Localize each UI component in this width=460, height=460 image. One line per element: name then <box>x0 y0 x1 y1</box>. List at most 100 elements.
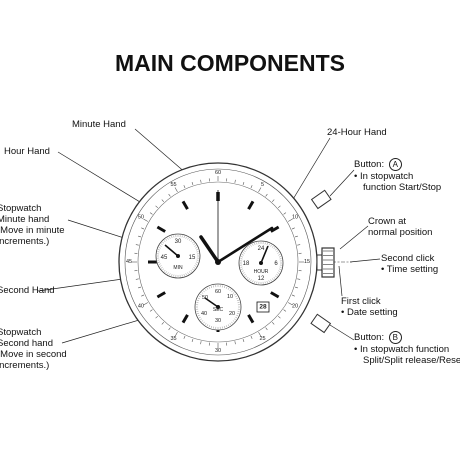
min-subdial-tick <box>193 243 196 245</box>
sec-subdial-tick <box>206 287 209 290</box>
hour24-subdial-pin <box>259 261 263 265</box>
sec-subdial-tick <box>203 321 205 324</box>
leader-line <box>329 324 355 341</box>
hour24-subdial-tick <box>246 247 249 250</box>
hour24-subdial-tick <box>248 245 250 248</box>
bezel-tick <box>283 212 287 215</box>
min-subdial-tick <box>187 272 189 275</box>
sec-subdial-tick <box>236 297 239 300</box>
bezel-tick <box>277 205 281 209</box>
sec-subdial-number: 30 <box>215 318 221 324</box>
hour24-subdial-tick <box>266 281 268 284</box>
bezel-tick <box>191 182 194 186</box>
min-subdial-tick <box>171 274 173 277</box>
sec-subdial-tick <box>223 286 225 289</box>
sec-subdial-tick <box>204 323 207 325</box>
min-subdial-tick <box>183 235 185 238</box>
hour24-subdial-tick <box>268 280 270 283</box>
sec-subdial-tick <box>208 286 211 289</box>
label-line: Split/Split release/Reset <box>363 355 460 366</box>
label-line: Crown at <box>368 216 407 227</box>
hour24-subdial-tick <box>245 275 248 278</box>
hour24-subdial-tick <box>241 254 244 256</box>
bezel-tick <box>234 179 236 183</box>
sec-subdial-tick <box>227 324 230 327</box>
hour-hand <box>199 235 220 264</box>
bezel-tick <box>149 309 153 312</box>
bezel-tick <box>200 179 202 183</box>
dial-ring <box>137 181 299 343</box>
hour24-subdial-tick <box>276 274 279 276</box>
sec-subdial-tick <box>225 286 228 289</box>
sec-subdial-tick <box>200 293 202 296</box>
min-subdial-tick <box>196 249 199 251</box>
sec-subdial-tick <box>208 325 211 328</box>
bezel-tick <box>191 338 194 342</box>
date-window-number: 28 <box>259 304 267 311</box>
bezel-number: 40 <box>138 304 144 310</box>
label-line: normal position <box>368 227 433 238</box>
hour24-subdial-tick <box>270 244 272 247</box>
bezel-tick <box>138 286 142 289</box>
min-subdial-label: MIN <box>173 265 183 271</box>
sec-subdial-tick <box>206 324 209 327</box>
label-line: Stopwatch <box>0 327 42 338</box>
min-subdial-tick <box>163 240 166 243</box>
min-subdial-tick <box>171 235 173 238</box>
hour24-subdial-tick <box>279 268 282 270</box>
bezel-tick <box>291 227 295 230</box>
label-line: Button: B <box>354 331 460 344</box>
bezel-inner-ring <box>124 168 312 356</box>
min-subdial-tick <box>158 247 161 249</box>
bezel-tick <box>287 218 293 222</box>
label-line: Second hand <box>0 338 53 349</box>
min-subdial-tick <box>165 238 167 241</box>
sec-subdial-tick <box>197 300 200 302</box>
bezel-tick <box>161 199 165 203</box>
sec-subdial-tick <box>235 316 238 319</box>
label-line: Second click <box>381 253 435 264</box>
hour-marker <box>270 225 280 233</box>
hour24-subdial-tick <box>240 268 243 270</box>
hour24-subdial-tick <box>245 248 248 251</box>
hour24-subdial-tick <box>279 256 282 258</box>
hour24-subdial-label: HOUR <box>254 269 269 275</box>
label-minute-hand: Minute Hand <box>72 119 126 130</box>
label-line: Button: A <box>354 158 441 171</box>
button-b-prefix: Button: <box>354 332 385 344</box>
min-subdial-tick <box>163 269 166 272</box>
bezel-tick <box>155 315 159 319</box>
hour24-subdial-tick <box>278 270 281 272</box>
min-subdial-tick <box>162 268 165 271</box>
stopwatch-minute-hand <box>164 244 179 257</box>
label-line: • Time setting <box>381 264 439 275</box>
hour-marker <box>156 291 166 299</box>
min-subdial-tick <box>160 267 163 269</box>
min-subdial-tick <box>195 263 198 265</box>
leader-line <box>329 169 355 197</box>
bezel-tick <box>174 187 178 193</box>
min-subdial-number: 45 <box>161 255 168 261</box>
hour24-subdial-tick <box>241 270 244 272</box>
button-b-letter: B <box>388 331 402 344</box>
bezel-tick <box>291 294 295 297</box>
label-second-hand: Second Hand <box>0 285 55 296</box>
label-line: (Move in second <box>0 349 67 360</box>
label-crown: Crown at normal position <box>368 216 432 238</box>
hour-marker <box>181 200 189 210</box>
bezel-tick <box>149 212 153 215</box>
sec-subdial-tick <box>236 314 239 317</box>
bezel-number: 45 <box>126 259 132 265</box>
bezel-tick <box>138 235 142 238</box>
bezel-tick <box>168 327 171 331</box>
sec-subdial-tick <box>198 316 201 319</box>
bezel-tick <box>234 341 236 345</box>
crown <box>321 247 335 278</box>
min-subdial-tick <box>169 236 171 239</box>
button-a-prefix: Button: <box>354 159 385 171</box>
page-title: MAIN COMPONENTS <box>115 50 345 76</box>
min-subdial-tick <box>183 274 185 277</box>
hour24-subdial-tick <box>266 242 268 245</box>
min-subdial-number: 15 <box>189 255 196 261</box>
